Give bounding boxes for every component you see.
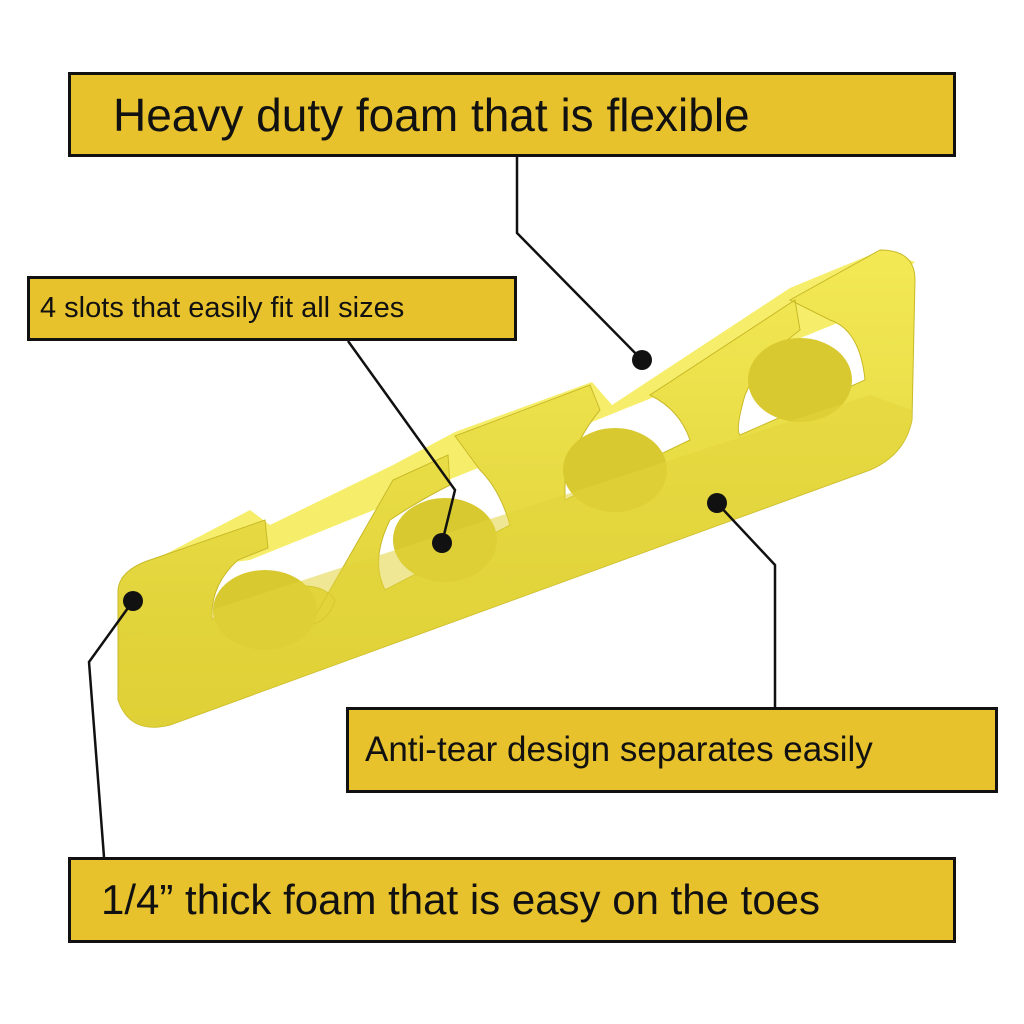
leader-line-anti-tear xyxy=(716,502,777,707)
callout-text: 1/4” thick foam that is easy on the toes xyxy=(101,876,821,923)
callout-anti-tear: Anti-tear design separates easily xyxy=(346,707,998,793)
callout-text: Heavy duty foam that is flexible xyxy=(113,88,750,141)
leader-dot-top xyxy=(632,350,652,370)
callout-text: Anti-tear design separates easily xyxy=(365,730,873,769)
foam-front-face xyxy=(118,395,912,728)
callout-heavy-duty: Heavy duty foam that is flexible xyxy=(68,72,956,157)
leader-line-top xyxy=(515,157,643,361)
leader-line-slots xyxy=(346,340,457,544)
callout-thickness: 1/4” thick foam that is easy on the toes xyxy=(68,857,956,943)
callout-slots: 4 slots that easily fit all sizes xyxy=(27,276,517,341)
leader-dot-anti-tear xyxy=(707,493,727,513)
leader-line-thickness xyxy=(87,600,135,858)
slot-4 xyxy=(748,338,852,422)
leader-dot-slots xyxy=(432,533,452,553)
callout-text: 4 slots that easily fit all sizes xyxy=(40,292,405,324)
leader-dot-thickness xyxy=(123,591,143,611)
